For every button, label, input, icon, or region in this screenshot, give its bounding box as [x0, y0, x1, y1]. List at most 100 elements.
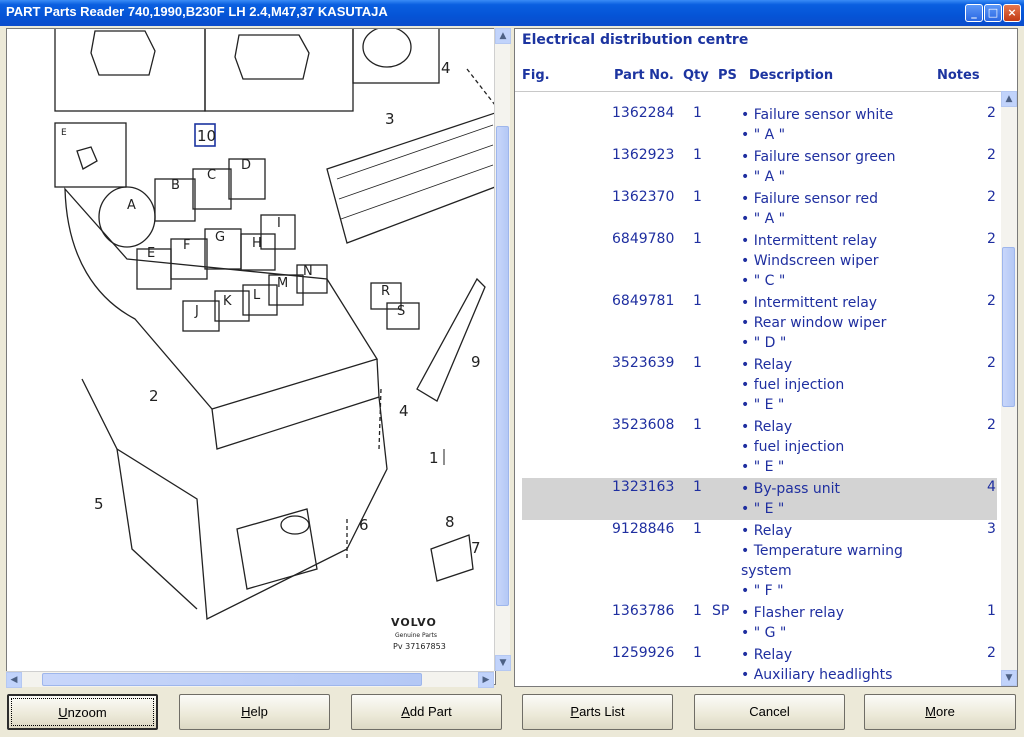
more-label: ore [936, 704, 955, 719]
connector-sketch-1 [90, 30, 156, 76]
callout-2[interactable]: 2 [149, 387, 159, 405]
callout-4[interactable]: 4 [441, 59, 451, 77]
notes-cell: 3 [987, 521, 996, 537]
part-number-cell: 9128846 [612, 521, 675, 537]
description-cell: • Failure sensor green• " A " [741, 147, 916, 187]
scroll-right-icon[interactable]: ▶ [478, 672, 494, 688]
scroll-thumb[interactable] [1002, 247, 1015, 407]
fusebox-front [211, 358, 380, 450]
more-button[interactable]: More [864, 694, 1016, 730]
description-cell: • Failure sensor red• " A " [741, 189, 916, 229]
cancel-button[interactable]: Cancel [694, 694, 845, 730]
scroll-down-icon[interactable]: ▼ [495, 655, 511, 671]
help-button[interactable]: Help [179, 694, 330, 730]
parts-list-button[interactable]: Parts List [522, 694, 673, 730]
add-part-label: dd Part [409, 704, 452, 719]
column-header-notes[interactable]: Notes [937, 68, 980, 83]
close-button[interactable]: × [1003, 4, 1021, 22]
brand-subtitle: Genuine Parts [395, 632, 437, 639]
inset-part [76, 146, 98, 170]
column-header-part-no[interactable]: Part No. [614, 68, 674, 83]
scroll-thumb[interactable] [496, 126, 509, 606]
description-line: • fuel injection [741, 377, 845, 393]
relay-letter: K [223, 294, 232, 309]
add-part-accel: A [401, 704, 410, 719]
qty-cell: 1 [693, 645, 702, 661]
description-cell: • Flasher relay• " G " [741, 603, 916, 643]
diagram-horizontal-scrollbar[interactable]: ◀ ▶ [6, 671, 494, 688]
leader-line [378, 388, 382, 450]
part-number-cell: 1362370 [612, 189, 675, 205]
callout-1[interactable]: 1 [429, 449, 439, 467]
relay-letter: L [253, 288, 261, 303]
callout-7[interactable]: 7 [471, 539, 481, 557]
unzoom-button[interactable]: Unzoom [7, 694, 158, 730]
description-cell: • Intermittent relay• Rear window wiper•… [741, 293, 916, 353]
callout-10[interactable]: 10 [197, 127, 216, 145]
parts-list-accel: P [570, 704, 580, 719]
relay-letter: G [215, 230, 225, 245]
callout-5[interactable]: 5 [94, 495, 104, 513]
parts-vertical-scrollbar[interactable]: ▲ ▼ [1001, 91, 1017, 686]
fusebox-top [64, 187, 379, 410]
callout-8[interactable]: 8 [445, 513, 455, 531]
notes-cell: 1 [987, 603, 996, 619]
description-line: • " E " [741, 501, 785, 517]
relay-letter: D [241, 158, 251, 173]
description-line: • Rear window wiper [741, 315, 887, 331]
part-number-cell: 1363786 [612, 603, 675, 619]
description-line: • Relay [741, 419, 793, 435]
description-line: • " G " [741, 625, 787, 641]
scroll-thumb[interactable] [42, 673, 422, 686]
exploded-diagram-view[interactable]: E 10 A B [6, 28, 496, 685]
callout-9[interactable]: 9 [471, 353, 481, 371]
fusebox-diagram: E 10 A B [54, 29, 495, 651]
part-number-cell: 6849780 [612, 231, 675, 247]
title-bar[interactable]: PART Parts Reader 740,1990,B230F LH 2.4,… [0, 0, 1024, 26]
notes-cell: 2 [987, 105, 996, 121]
fusebox-base [81, 378, 388, 621]
column-header-qty[interactable]: Qty [683, 68, 709, 83]
description-cell: • Failure sensor white• " A " [741, 105, 916, 145]
column-header-fig[interactable]: Fig. [522, 68, 550, 83]
callout-3[interactable]: 3 [385, 110, 395, 128]
column-header-description[interactable]: Description [749, 68, 834, 83]
maximize-button[interactable]: □ [984, 4, 1002, 22]
knob-sketch [362, 29, 412, 68]
description-cell: • Relay• Auxiliary headlights [741, 645, 916, 685]
column-header-ps[interactable]: PS [718, 68, 737, 83]
parts-list-pane: Electrical distribution centre Fig. Part… [514, 28, 1018, 687]
relay-letter: S [397, 304, 405, 319]
window-title: PART Parts Reader 740,1990,B230F LH 2.4,… [6, 4, 388, 19]
callout-6[interactable]: 6 [359, 516, 369, 534]
relay-letters: A B C D E F G H I J K L M N R S [127, 158, 405, 319]
relay-blocks [136, 158, 420, 332]
scroll-up-icon[interactable]: ▲ [495, 28, 511, 44]
description-cell: • Intermittent relay• Windscreen wiper• … [741, 231, 916, 291]
diagram-vertical-scrollbar[interactable]: ▲ ▼ [494, 28, 511, 671]
add-part-button[interactable]: Add Part [351, 694, 502, 730]
scroll-down-icon[interactable]: ▼ [1001, 670, 1017, 686]
detail-frame-1 [54, 29, 206, 112]
detail-frame-2 [204, 29, 354, 112]
scroll-up-icon[interactable]: ▲ [1001, 91, 1017, 107]
description-line: • Intermittent relay [741, 233, 878, 249]
callout-4-lower[interactable]: 4 [399, 402, 409, 420]
minimize-button[interactable]: _ [965, 4, 983, 22]
description-cell: • Relay• fuel injection• " E " [741, 355, 916, 415]
scroll-left-icon[interactable]: ◀ [6, 672, 22, 688]
figure-number-box [194, 123, 216, 147]
